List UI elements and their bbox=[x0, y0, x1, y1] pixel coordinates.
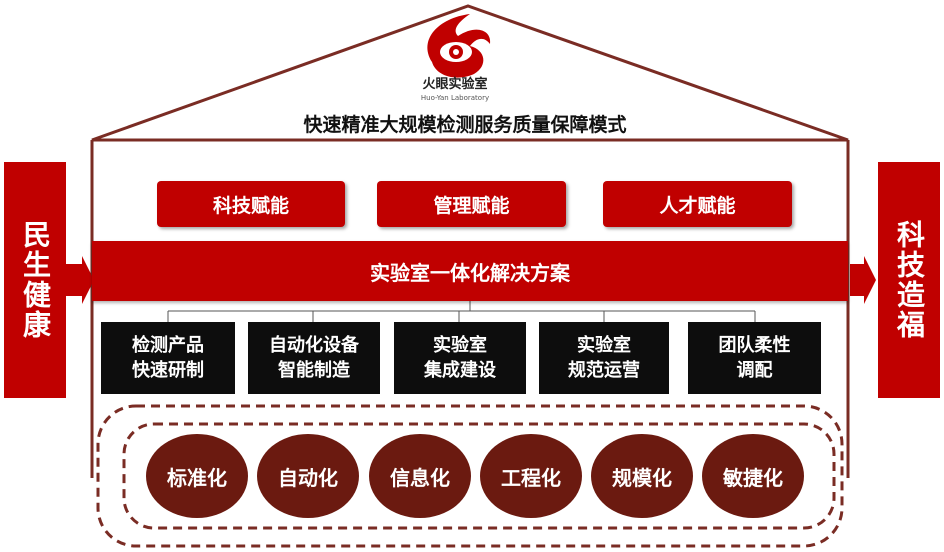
outer-dashed-loop bbox=[96, 404, 844, 548]
diagram-title: 快速精准大规模检测服务质量保障模式 bbox=[303, 114, 627, 136]
module-line: 调配 bbox=[736, 360, 773, 381]
solution-band: 实验室一体化解决方案 bbox=[92, 241, 848, 301]
module-line: 规范运营 bbox=[568, 360, 640, 381]
module-line: 快速研制 bbox=[132, 360, 204, 381]
foundation-agility: 敏捷化 bbox=[702, 434, 804, 518]
right-arrow-icon bbox=[850, 256, 876, 304]
connector-lines bbox=[167, 301, 756, 322]
logo-subname: Huo-Yan Laboratory bbox=[420, 94, 490, 102]
logo-name: 火眼实验室 bbox=[422, 77, 488, 92]
module-line: 实验室 bbox=[433, 335, 487, 356]
huoyan-logo-icon bbox=[427, 14, 491, 78]
module-line: 实验室 bbox=[577, 335, 631, 356]
pillar-talent-empowerment: 人才赋能 bbox=[603, 181, 792, 227]
module-box: 团队柔性 调配 bbox=[688, 322, 821, 394]
foundation-informatization: 信息化 bbox=[369, 434, 471, 518]
left-arrow-icon bbox=[66, 256, 94, 304]
module-box: 实验室 集成建设 bbox=[394, 322, 526, 394]
module-line: 检测产品 bbox=[132, 335, 204, 356]
foundation-engineering: 工程化 bbox=[480, 434, 582, 518]
module-line: 集成建设 bbox=[424, 360, 496, 381]
module-box: 自动化设备 智能制造 bbox=[248, 322, 380, 394]
foundation-standardization: 标准化 bbox=[146, 434, 248, 518]
module-line: 自动化设备 bbox=[269, 335, 359, 356]
left-label: 民生健康 bbox=[4, 162, 66, 398]
right-label: 科技造福 bbox=[878, 162, 940, 398]
pillar-management-empowerment: 管理赋能 bbox=[377, 181, 566, 227]
pillar-tech-empowerment: 科技赋能 bbox=[157, 181, 345, 227]
inner-dashed-loop bbox=[122, 422, 836, 530]
module-line: 智能制造 bbox=[278, 360, 350, 381]
foundation-automation: 自动化 bbox=[257, 434, 359, 518]
module-line: 团队柔性 bbox=[718, 335, 791, 356]
foundation-scaling: 规模化 bbox=[591, 434, 693, 518]
module-box: 检测产品 快速研制 bbox=[101, 322, 235, 394]
module-box: 实验室 规范运营 bbox=[539, 322, 669, 394]
